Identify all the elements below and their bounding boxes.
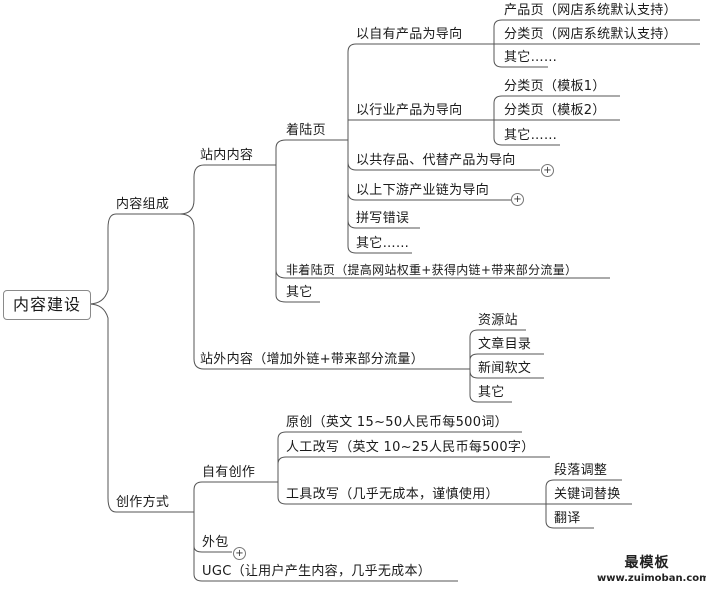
node-onsite-content[interactable]: 站内内容 [200,148,254,163]
node-own-other[interactable]: 其它…… [504,50,558,65]
node-category-page-default[interactable]: 分类页（网店系统默认支持） [504,27,677,42]
node-category-template2[interactable]: 分类页（模板2） [504,103,606,118]
expand-plus-icon[interactable]: + [233,547,246,560]
expand-plus-icon[interactable]: + [541,164,554,177]
node-manual-rewrite[interactable]: 人工改写（英文 10~25人民币每500字） [286,440,535,455]
node-misspelling[interactable]: 拼写错误 [356,211,410,226]
node-original[interactable]: 原创（英文 15~50人民币每500词） [286,415,508,430]
node-category-template1[interactable]: 分类页（模板1） [504,79,606,94]
node-offsite-other[interactable]: 其它 [478,385,505,400]
node-own-product[interactable]: 以自有产品为导向 [356,27,463,42]
node-outsourcing[interactable]: 外包 [202,535,229,550]
node-landing-page[interactable]: 着陆页 [286,123,326,138]
node-creation-methods[interactable]: 创作方式 [116,495,170,510]
node-article-directory[interactable]: 文章目录 [478,337,532,352]
brand-url: www.zuimoban.com [597,573,706,584]
node-stock-substitute[interactable]: 以共存品、代替产品为导向 [356,153,516,168]
node-ugc[interactable]: UGC（让用户产生内容，几乎无成本） [202,564,432,579]
brand-title: 最模板 [624,555,670,571]
node-industry-other[interactable]: 其它…… [504,128,558,143]
node-supply-chain[interactable]: 以上下游产业链为导向 [356,183,490,198]
node-tool-rewrite[interactable]: 工具改写（几乎无成本，谨慎使用） [286,487,499,502]
node-paragraph-adjust[interactable]: 段落调整 [554,463,608,478]
node-news-softtext[interactable]: 新闻软文 [478,361,532,376]
brand-watermark: 最模板 www.zuimoban.com [597,552,706,584]
node-keyword-replace[interactable]: 关键词替换 [554,487,621,502]
root-node[interactable]: 内容建设 [3,290,91,320]
node-onsite-other[interactable]: 其它 [286,285,313,300]
node-content-composition[interactable]: 内容组成 [116,197,170,212]
node-self-creation[interactable]: 自有创作 [202,465,256,480]
node-resource-site[interactable]: 资源站 [478,313,518,328]
node-translate[interactable]: 翻译 [554,511,581,526]
node-industry-product[interactable]: 以行业产品为导向 [356,103,463,118]
expand-plus-icon[interactable]: + [511,193,524,206]
node-non-landing-page[interactable]: 非着陆页（提高网站权重+获得内链+带来部分流量） [286,263,578,277]
node-landing-other[interactable]: 其它…… [356,236,410,251]
node-product-page[interactable]: 产品页（网店系统默认支持） [504,3,677,18]
node-offsite-content[interactable]: 站外内容（增加外链+带来部分流量） [200,352,424,367]
